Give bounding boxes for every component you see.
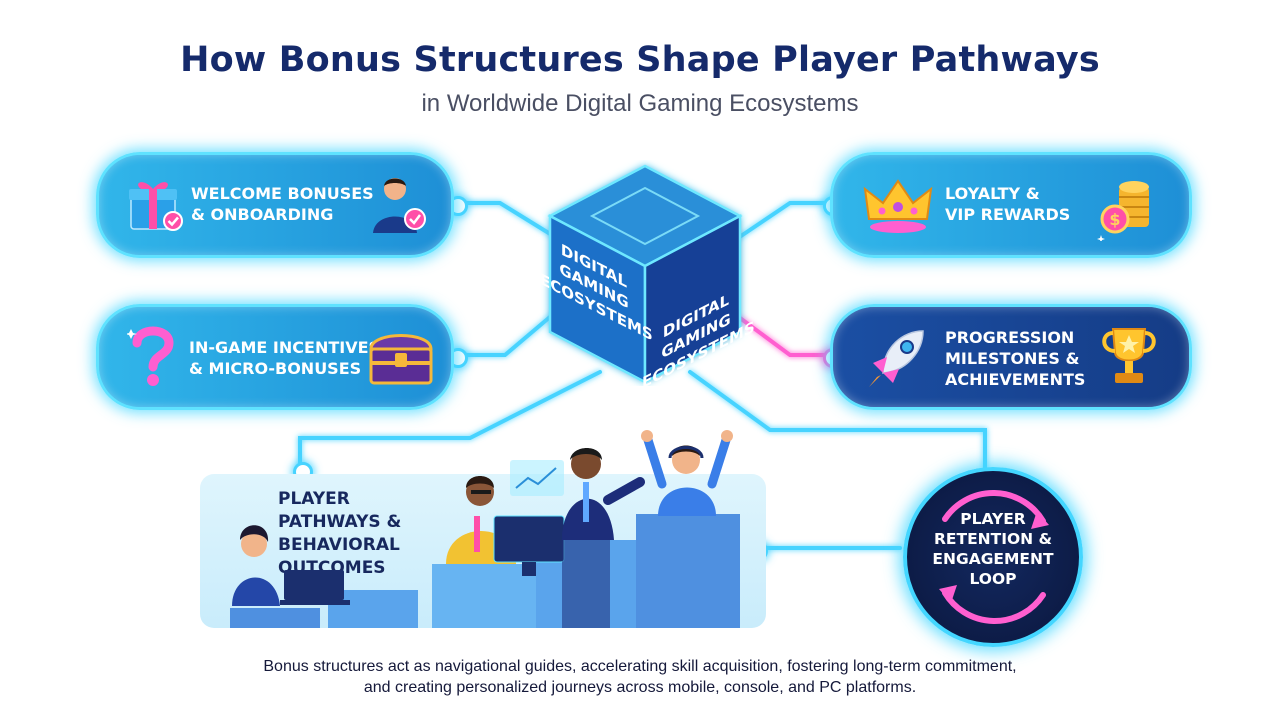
connector-pathways: [298, 370, 602, 472]
node-ingame-incentives[interactable]: IN-GAME INCENTIVES & MICRO-BONUSES: [96, 304, 454, 410]
retention-loop-circle[interactable]: [903, 467, 1083, 647]
coin-stack-icon: $: [1097, 181, 1149, 241]
node-progression-label: PROGRESSION MILESTONES & ACHIEVEMENTS: [945, 328, 1086, 389]
pathways-label: PLAYER PATHWAYS & BEHAVIORAL OUTCOMES: [278, 489, 402, 578]
caption: Bonus structures act as navigational gui…: [263, 658, 1017, 696]
connector-retention-top: [688, 370, 987, 472]
node-loyalty-label: LOYALTY & VIP REWARDS: [945, 184, 1071, 224]
page-subtitle: in Worldwide Digital Gaming Ecosystems: [421, 90, 859, 117]
node-welcome-bonuses[interactable]: WELCOME BONUSES & ONBOARDING: [96, 152, 454, 258]
retention-loop-label: PLAYER RETENTION & ENGAGEMENT LOOP: [932, 510, 1054, 588]
node-loyalty-vip[interactable]: LOYALTY & VIP REWARDS $: [830, 152, 1192, 258]
player-check-icon: [373, 178, 426, 233]
question-mark-icon: [127, 326, 174, 386]
digital-gaming-cube: [547, 164, 743, 385]
connector-progression: [738, 316, 832, 357]
node-ingame-label: IN-GAME INCENTIVES & MICRO-BONUSES: [189, 338, 381, 378]
page-title: How Bonus Structures Shape Player Pathwa…: [180, 40, 1100, 80]
node-welcome-label: WELCOME BONUSES & ONBOARDING: [191, 184, 374, 224]
svg-text:$: $: [1109, 210, 1120, 229]
connector-ingame: [453, 298, 572, 357]
treasure-chest-icon: [369, 334, 433, 385]
players-illustration: [230, 430, 740, 628]
rocket-icon: [869, 330, 924, 387]
connector-loyalty: [733, 201, 832, 242]
loop-arrows-icon: [939, 490, 1049, 624]
trophy-icon: [1102, 328, 1156, 383]
crown-icon: [863, 179, 933, 233]
connector-welcome: [453, 201, 562, 242]
gift-icon: [129, 182, 183, 231]
node-progression-milestones[interactable]: PROGRESSION MILESTONES & ACHIEVEMENTS: [830, 304, 1192, 410]
